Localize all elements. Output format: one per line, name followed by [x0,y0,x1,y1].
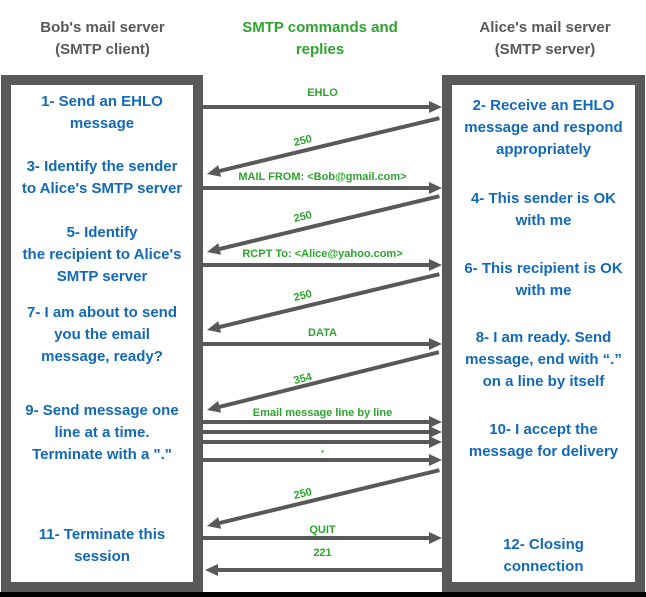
bottom-border-bar [0,592,646,597]
label-rcpt-to: RCPT To: <Alice@yahoo.com> [242,248,403,260]
arrow-email-line-1 [203,416,442,428]
server-step-6: 6- This recipient is OK with me [464,260,623,299]
server-step-8: 8- I am ready. Send message, end with “.… [465,329,622,390]
server-step-10: 10- I accept the message for delivery [468,421,619,460]
server-step-12: 12- Closing connection [503,536,584,575]
arrow-reply-221 [205,564,442,576]
client-step-1: 1- Send an EHLO message [41,93,163,132]
arrow-rcpt-to [203,259,442,271]
client-step-5: 5- Identify the recipient to Alice's SMT… [22,224,182,285]
arrow-email-line-3 [203,436,442,448]
client-step-7: 7- I am about to send you the email mess… [26,304,177,365]
label-reply-221: 221 [313,547,332,559]
arrow-ehlo [203,101,442,113]
server-box [442,75,645,592]
label-data: DATA [308,327,337,339]
server-column-header: Alice's mail server (SMTP server) [479,19,611,58]
label-ehlo: EHLO [307,87,338,99]
arrow-reply-250-4 [205,464,441,532]
label-mail-from: MAIL FROM: <Bob@gmail.com> [238,171,407,183]
server-step-2: 2- Receive an EHLO message and respond a… [464,97,623,158]
client-box [1,75,203,592]
arrow-quit [203,532,442,544]
arrow-mail-from [203,182,442,194]
arrow-reply-250-3 [205,268,441,336]
label-quit: QUIT [309,524,336,536]
client-step-3: 3- Identify the sender to Alice's SMTP s… [21,158,183,197]
dot-terminator-icon: ▪ [321,447,324,456]
client-step-11: 11- Terminate this session [38,526,166,565]
server-step-4: 4- This sender is OK with me [470,190,617,229]
arrow-email-line-2 [203,426,442,438]
arrow-reply-354 [205,346,441,416]
arrow-reply-250-1 [205,112,441,180]
client-step-9: 9- Send message one line at a time. Term… [25,402,179,463]
label-email-lines: Email message line by line [252,407,393,419]
arrow-dot-line [203,454,442,466]
client-column-header: Bob's mail server (SMTP client) [40,19,165,58]
arrow-data [203,338,442,350]
middle-column-header: SMTP commands and replies [242,19,398,58]
